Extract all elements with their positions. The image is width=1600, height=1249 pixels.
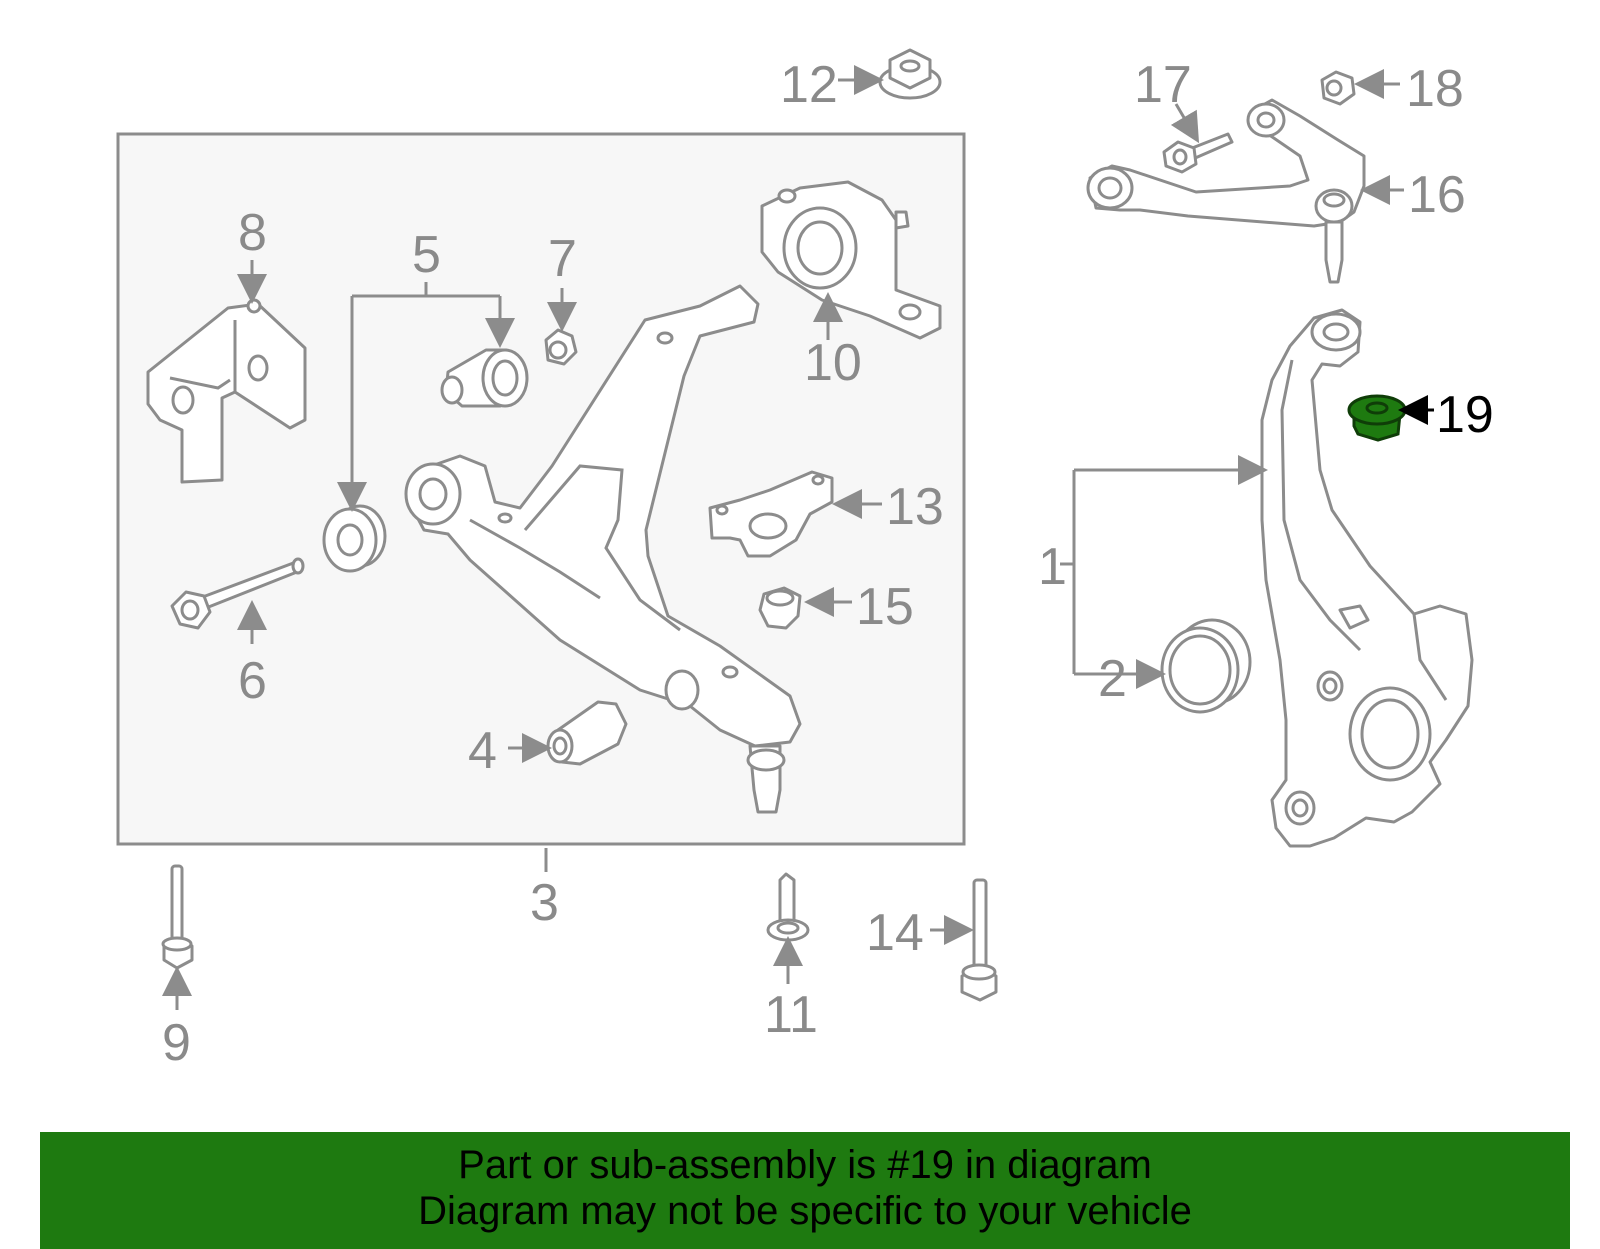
callout-7: 7 [548,230,577,288]
callout-11: 11 [764,986,818,1044]
callout-3: 3 [530,874,559,932]
banner-line-part: Part or sub-assembly is #19 in diagram [458,1143,1152,1187]
banner-line-disclaimer: Diagram may not be specific to your vehi… [418,1189,1192,1233]
callout-1: 1 [1038,538,1067,596]
callout-4: 4 [468,722,497,780]
part-6-bolt[interactable] [170,557,305,630]
part-7-nut[interactable] [544,328,578,366]
callout-13: 13 [886,478,944,536]
part-5-bushing-lower[interactable] [322,504,387,573]
callout-10: 10 [804,334,862,392]
info-banner: Part or sub-assembly is #19 in diagram D… [40,1132,1570,1249]
callout-14: 14 [866,904,924,962]
part-12-nut[interactable] [878,48,942,100]
part-5-bushing-upper[interactable] [440,348,529,408]
callout-5: 5 [412,226,441,284]
part-8-bracket[interactable] [146,298,307,484]
callout-19: 19 [1436,386,1494,444]
part-16-upper-control-arm[interactable] [1086,98,1366,284]
callout-8: 8 [238,204,267,262]
part-13-bracket[interactable] [708,470,834,558]
part-2-seal[interactable] [1160,618,1252,714]
callout-12: 12 [780,56,838,114]
part-11-bolt[interactable] [766,872,810,942]
part-14-bolt[interactable] [960,878,998,1002]
callout-18: 18 [1406,60,1464,118]
part-10-mount[interactable] [760,180,942,340]
callout-9: 9 [162,1014,191,1072]
part-15-nut[interactable] [758,586,802,630]
parts-diagram: 12 8 5 7 10 [116,48,1494,1072]
callout-2: 2 [1098,650,1127,708]
callout-15: 15 [856,578,914,636]
leader-17 [1170,103,1200,144]
part-3-lower-control-arm[interactable] [404,284,802,814]
part-19-nut-highlighted[interactable] [1347,394,1407,442]
part-18-nut[interactable] [1320,70,1356,106]
part-17-bolt[interactable] [1162,132,1234,174]
callout-17: 17 [1134,56,1192,114]
part-4-bushing[interactable] [546,700,628,766]
callout-16: 16 [1408,166,1466,224]
callout-6: 6 [238,652,267,710]
part-1-steering-knuckle[interactable] [1260,308,1474,848]
part-9-bolt[interactable] [161,864,194,970]
